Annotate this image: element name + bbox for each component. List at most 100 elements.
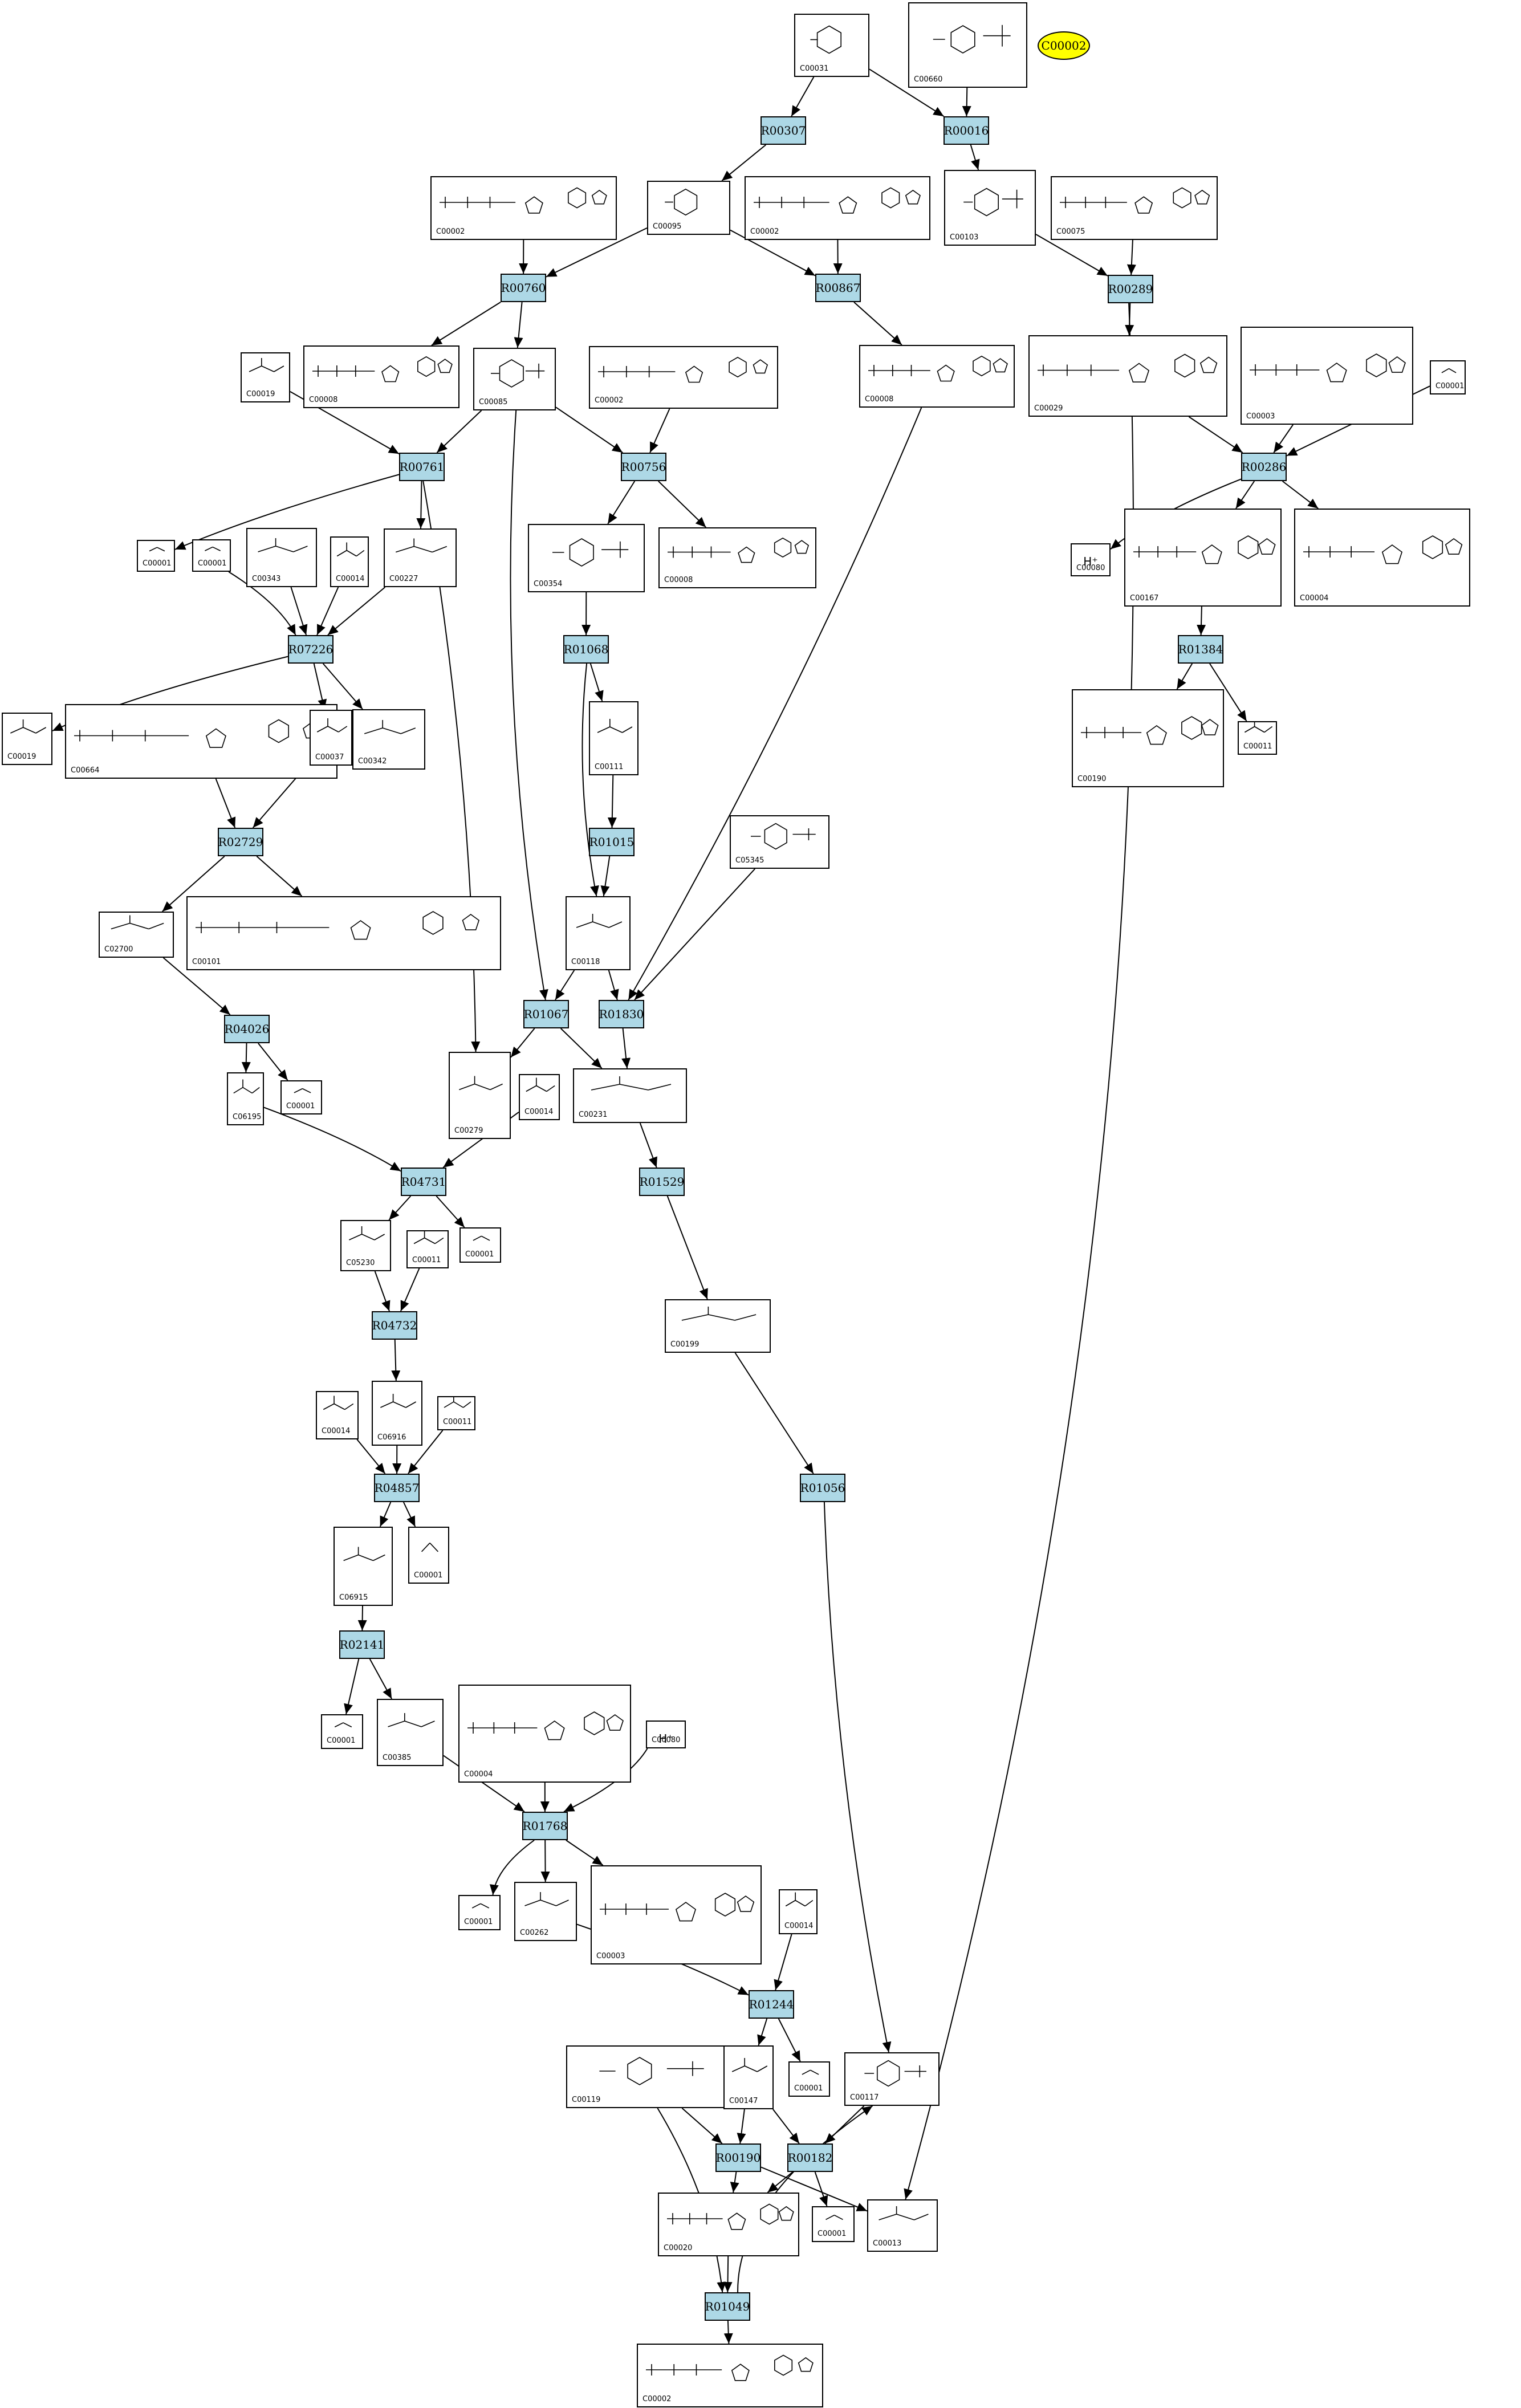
compound-node[interactable]: C00029 [1028, 335, 1227, 417]
pathway-edge [436, 1195, 465, 1228]
reaction-node[interactable]: R02141 [339, 1630, 385, 1659]
compound-node[interactable]: C00019 [2, 713, 52, 765]
compound-node[interactable]: C00118 [566, 896, 631, 970]
reaction-node[interactable]: R00016 [943, 116, 989, 145]
compound-node[interactable]: C00111 [589, 701, 639, 775]
compound-node[interactable]: C00019 [241, 352, 290, 402]
compound-node[interactable]: C00002 [637, 2344, 823, 2407]
reaction-node[interactable]: R00190 [715, 2143, 761, 2172]
compound-node[interactable]: C00664 [65, 704, 337, 779]
compound-node[interactable]: C00003 [1241, 327, 1413, 425]
reaction-node[interactable]: R01244 [749, 1990, 794, 2019]
reaction-node[interactable]: R04732 [372, 1311, 417, 1340]
compound-node[interactable]: C00117 [844, 2052, 940, 2106]
compound-node[interactable]: C00008 [303, 345, 459, 408]
reaction-node[interactable]: R00756 [621, 453, 666, 481]
reaction-node[interactable]: R01015 [589, 828, 635, 856]
compound-node[interactable]: C00011 [1238, 721, 1277, 755]
compound-node[interactable]: C00001 [458, 1895, 501, 1930]
compound-node[interactable]: H⁺C00080 [646, 1720, 686, 1748]
structure-drawing [1303, 535, 1463, 564]
reaction-node[interactable]: R01830 [599, 1000, 644, 1028]
compound-node[interactable]: C00147 [723, 2045, 774, 2109]
compound-node[interactable]: C00001 [788, 2061, 830, 2097]
compound-node[interactable]: C00002 [745, 176, 930, 240]
compound-node[interactable]: C00001 [408, 1527, 449, 1584]
compound-node[interactable]: C00011 [406, 1230, 449, 1268]
reaction-node[interactable]: R04026 [224, 1015, 270, 1043]
compound-node[interactable]: C00002 [589, 346, 778, 409]
reaction-node[interactable]: R00307 [760, 116, 806, 145]
compound-node[interactable]: C00001 [812, 2206, 855, 2242]
compound-node[interactable]: C00001 [192, 539, 231, 572]
compound-node[interactable]: C00014 [779, 1889, 818, 1934]
reaction-node[interactable]: R00867 [815, 274, 861, 302]
reaction-node[interactable]: R01068 [563, 635, 609, 664]
compound-node[interactable]: C00011 [437, 1396, 475, 1430]
reaction-node[interactable]: R01384 [1178, 635, 1223, 664]
compound-node[interactable]: C00660 [908, 2, 1027, 88]
compound-node[interactable]: C00103 [944, 170, 1036, 246]
reaction-node[interactable]: R01049 [705, 2292, 750, 2321]
compound-node[interactable]: C00008 [658, 527, 816, 588]
compound-node[interactable]: C00002 [430, 176, 617, 240]
compound-node[interactable]: C00037 [310, 710, 352, 766]
reaction-node[interactable]: R00289 [1108, 275, 1153, 303]
compound-node[interactable]: C00342 [352, 709, 425, 770]
compound-node[interactable]: C06915 [334, 1527, 393, 1606]
reaction-node[interactable]: R07226 [288, 635, 334, 664]
compound-node[interactable]: C00013 [867, 2199, 938, 2252]
structure-drawing [294, 1088, 311, 1093]
compound-node[interactable]: C06195 [227, 1072, 264, 1125]
compound-node[interactable]: C00014 [519, 1074, 560, 1120]
compound-node[interactable]: C00262 [514, 1882, 577, 1941]
compound-node[interactable]: C00075 [1051, 176, 1218, 240]
compound-node[interactable]: C00004 [1294, 509, 1470, 607]
compound-node[interactable]: C05345 [730, 815, 829, 869]
compound-node[interactable]: C00003 [591, 1865, 762, 1964]
compound-node[interactable]: C06916 [372, 1381, 422, 1446]
highlighted-compound[interactable]: C00002 [1038, 31, 1090, 60]
compound-node[interactable]: C05230 [340, 1220, 391, 1271]
compound-node[interactable]: C02700 [99, 912, 174, 958]
compound-node[interactable]: C00008 [859, 345, 1015, 408]
reaction-node[interactable]: R00761 [399, 453, 445, 481]
reaction-node[interactable]: R04857 [374, 1474, 420, 1502]
compound-node[interactable]: C00101 [186, 896, 501, 970]
structure-drawing [196, 911, 480, 940]
compound-id: C00013 [873, 2239, 902, 2248]
reaction-node[interactable]: R00182 [787, 2143, 833, 2172]
compound-node[interactable]: C00014 [316, 1391, 359, 1439]
compound-node[interactable]: C00085 [473, 348, 556, 410]
compound-node[interactable]: C00199 [665, 1299, 771, 1353]
reaction-node[interactable]: R00760 [501, 274, 546, 302]
reaction-node[interactable]: R01067 [523, 1000, 569, 1028]
compound-node[interactable]: C00227 [384, 528, 457, 587]
reaction-node[interactable]: R01529 [639, 1168, 685, 1196]
compound-node[interactable]: C00020 [658, 2193, 799, 2256]
reaction-node[interactable]: R01768 [522, 1812, 568, 1840]
compound-node[interactable]: C00190 [1072, 689, 1224, 787]
compound-node[interactable]: C00014 [330, 536, 369, 587]
compound-node[interactable]: C00001 [1430, 360, 1466, 394]
compound-node[interactable]: C00001 [137, 540, 175, 572]
compound-node[interactable]: C00167 [1124, 509, 1282, 607]
compound-node[interactable]: C00001 [321, 1714, 363, 1749]
compound-node[interactable]: C00001 [459, 1227, 501, 1263]
reaction-node[interactable]: R04731 [401, 1168, 446, 1196]
reaction-node[interactable]: R01056 [800, 1474, 845, 1502]
compound-node[interactable]: C00279 [449, 1052, 511, 1139]
reaction-node[interactable]: R02729 [218, 828, 263, 856]
compound-node[interactable]: C00001 [280, 1080, 322, 1114]
compound-node[interactable]: H⁺C00080 [1071, 543, 1111, 576]
compound-node[interactable]: C00343 [246, 528, 317, 587]
compound-node[interactable]: C00385 [377, 1699, 444, 1766]
compound-node[interactable]: C00231 [573, 1068, 687, 1123]
compound-id: C00001 [198, 559, 227, 568]
reaction-node[interactable]: R00286 [1241, 453, 1287, 481]
compound-node[interactable]: C00031 [794, 14, 869, 77]
compound-node[interactable]: C00095 [647, 181, 730, 235]
compound-node[interactable]: C00004 [458, 1685, 631, 1783]
compound-node[interactable]: C00354 [528, 524, 645, 592]
compound-node[interactable]: C00119 [566, 2045, 727, 2108]
